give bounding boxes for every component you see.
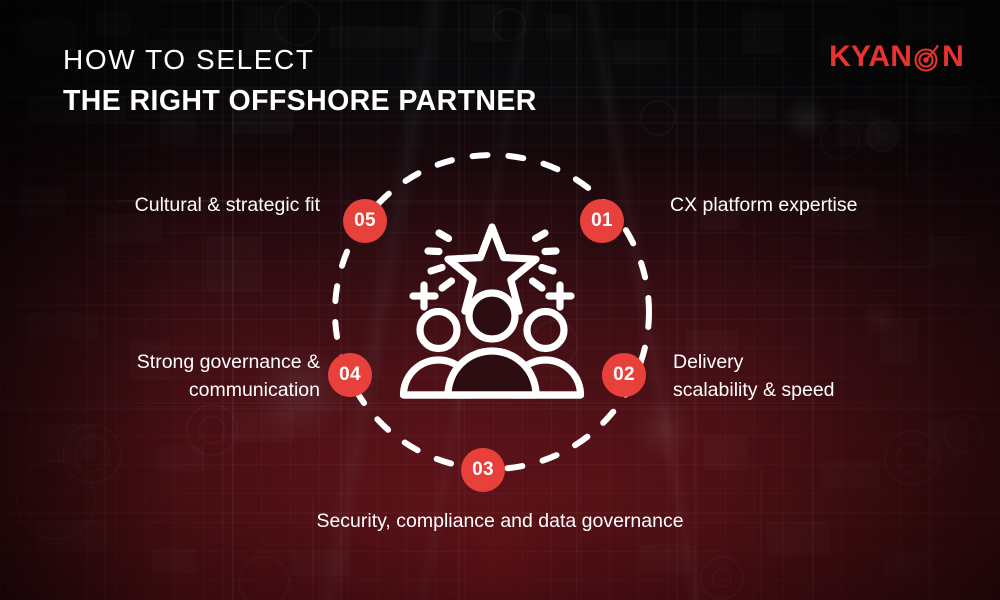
logo-text-before: KYAN (829, 40, 913, 73)
badge-01[interactable]: 01 (580, 199, 624, 243)
kyanon-logo: KYAN N (829, 42, 964, 72)
badge-01-number: 01 (591, 210, 613, 231)
team-with-star-icon (399, 223, 585, 399)
label-delivery-scalability-speed: Delivery scalability & speed (673, 351, 835, 401)
badge-02-number: 02 (613, 364, 635, 385)
label-cultural-strategic-fit: Cultural & strategic fit (134, 194, 320, 216)
process-circle-diagram (322, 142, 662, 482)
badge-03[interactable]: 03 (461, 448, 505, 492)
badge-04[interactable]: 04 (328, 353, 372, 397)
dashed-circle (332, 152, 652, 472)
bullseye-target-arrow-icon (912, 42, 942, 72)
badge-05-number: 05 (354, 210, 376, 231)
page-title: HOW TO SELECT THE RIGHT OFFSHORE PARTNER (63, 44, 537, 118)
badge-04-number: 04 (339, 364, 361, 385)
label-strong-governance-communication: Strong governance & communication (136, 351, 320, 401)
badge-03-number: 03 (472, 459, 494, 480)
title-line-2: THE RIGHT OFFSHORE PARTNER (63, 85, 537, 118)
label-security-compliance-data-governance: Security, compliance and data governance (316, 510, 684, 532)
badge-05[interactable]: 05 (343, 199, 387, 243)
logo-text-after: N (942, 40, 964, 73)
label-cx-platform-expertise: CX platform expertise (670, 194, 858, 216)
title-line-1: HOW TO SELECT (63, 44, 315, 75)
badge-02[interactable]: 02 (602, 353, 646, 397)
